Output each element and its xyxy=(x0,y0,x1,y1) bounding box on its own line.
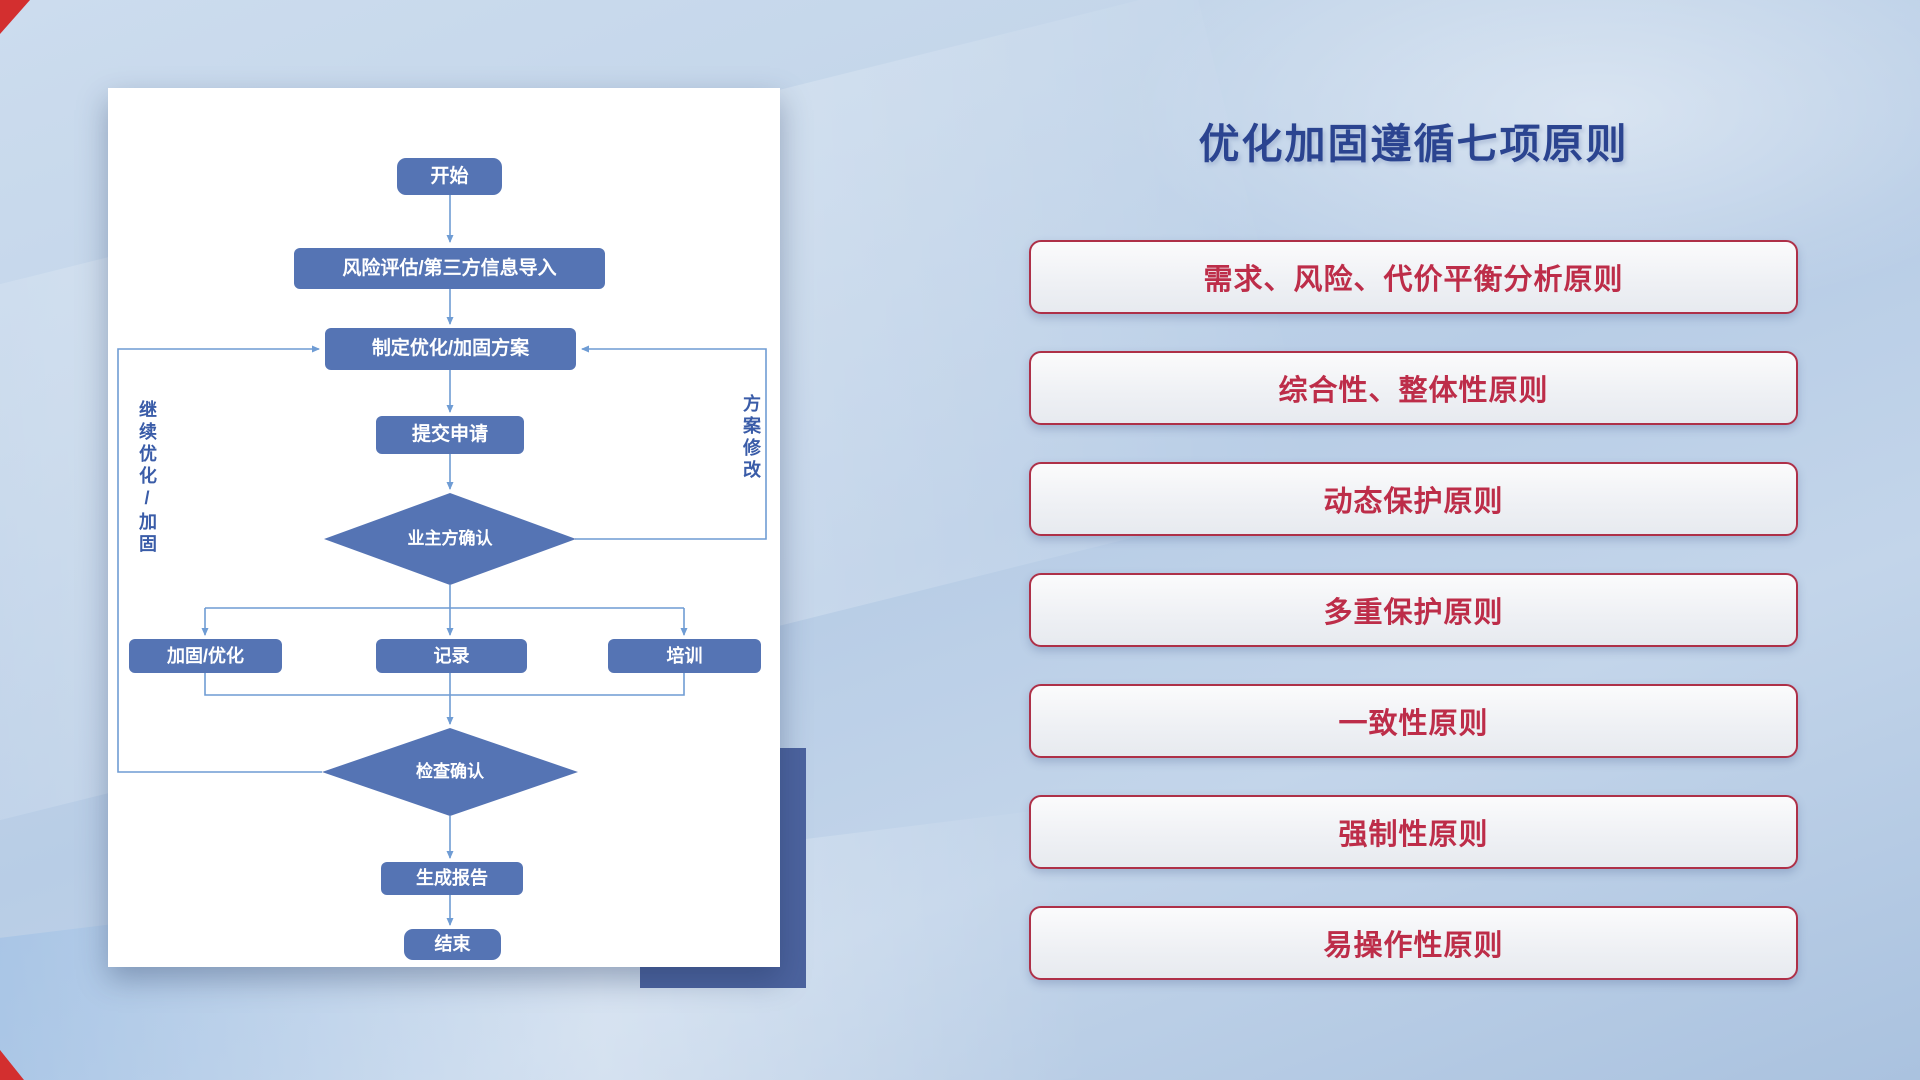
flow-node-end: 结束 xyxy=(404,929,501,960)
flow-node-make-plan: 制定优化/加固方案 xyxy=(325,328,576,370)
flow-label-continue-loop: 继续优化/加固 xyxy=(137,400,157,556)
principle-item-5: 一致性原则 xyxy=(1029,684,1798,758)
principle-label: 易操作性原则 xyxy=(1323,930,1504,962)
principle-item-3: 动态保护原则 xyxy=(1029,462,1798,536)
principle-label: 动态保护原则 xyxy=(1323,486,1504,518)
flowchart-connectors xyxy=(117,195,767,926)
principle-label: 一致性原则 xyxy=(1338,708,1489,740)
principle-item-2: 综合性、整体性原则 xyxy=(1029,351,1798,425)
principle-label: 多重保护原则 xyxy=(1323,597,1504,629)
principles-list: 需求、风险、代价平衡分析原则 综合性、整体性原则 动态保护原则 多重保护原则 一… xyxy=(1029,240,1798,980)
flow-node-risk-import: 风险评估/第三方信息导入 xyxy=(294,248,605,289)
flow-label-plan-revision: 方案修改 xyxy=(741,394,761,482)
flow-node-training: 培训 xyxy=(608,639,761,673)
flow-node-submit: 提交申请 xyxy=(376,416,524,454)
page-title: 优化加固遵循七项原则 xyxy=(1198,121,1629,167)
flow-node-report: 生成报告 xyxy=(381,862,523,895)
corner-accent-bottom-left xyxy=(0,1050,24,1080)
flowchart-card: 开始 风险评估/第三方信息导入 制定优化/加固方案 提交申请 业主方确认 加固/… xyxy=(108,88,780,967)
corner-accent-top-left xyxy=(0,0,30,34)
flow-node-record: 记录 xyxy=(376,639,527,673)
principle-item-7: 易操作性原则 xyxy=(1029,906,1798,980)
principle-label: 需求、风险、代价平衡分析原则 xyxy=(1203,264,1624,296)
principle-item-4: 多重保护原则 xyxy=(1029,573,1798,647)
flow-node-start: 开始 xyxy=(397,158,502,195)
principle-item-1: 需求、风险、代价平衡分析原则 xyxy=(1029,240,1798,314)
principle-item-6: 强制性原则 xyxy=(1029,795,1798,869)
flow-node-reinforce: 加固/优化 xyxy=(129,639,282,673)
principle-label: 综合性、整体性原则 xyxy=(1278,375,1549,407)
principle-label: 强制性原则 xyxy=(1338,819,1489,851)
